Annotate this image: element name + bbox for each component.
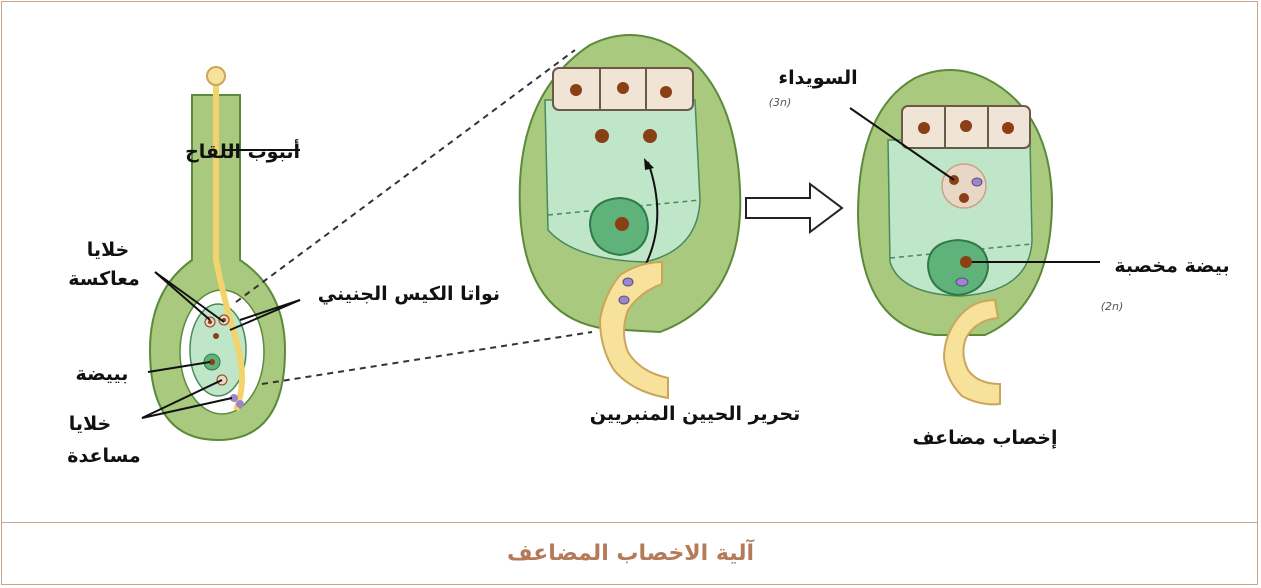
embryo-sac-right: [858, 70, 1052, 404]
figure-caption: آلية الاخصاب المضاعف: [0, 526, 1261, 580]
label-polar-nuclei: نواتا الكيس الجنيني: [318, 283, 500, 305]
transition-arrow: [746, 184, 842, 232]
label-antipodal-cells-1: خلايا: [87, 239, 129, 261]
label-synergid-cells-1: خلايا: [69, 413, 111, 435]
label-double-fertilization: إخصاب مضاعف: [913, 427, 1058, 449]
caption-divider: [1, 522, 1258, 523]
label-synergid-cells-2: مساعدة: [67, 445, 140, 467]
label-zygote-ploidy: (2n): [1101, 300, 1124, 313]
label-antipodal-cells-2: معاكسة: [68, 268, 140, 290]
pollen-grain: [207, 67, 225, 85]
label-pollen-tube: أنبوب اللقاح: [185, 139, 300, 163]
embryo-sac-middle: [520, 35, 741, 398]
double-fertilization-diagram: أنبوب اللقاح خلايا معاكسة نواتا الكيس ال…: [0, 0, 1261, 522]
label-endosperm-ploidy: (3n): [769, 96, 792, 109]
label-endosperm: السويداء: [778, 67, 857, 89]
label-sperm-release: تحرير الحيين المنبريين: [590, 403, 800, 425]
label-egg: بييضة: [76, 363, 129, 385]
label-zygote: بيضة مخصبة: [1114, 255, 1229, 277]
